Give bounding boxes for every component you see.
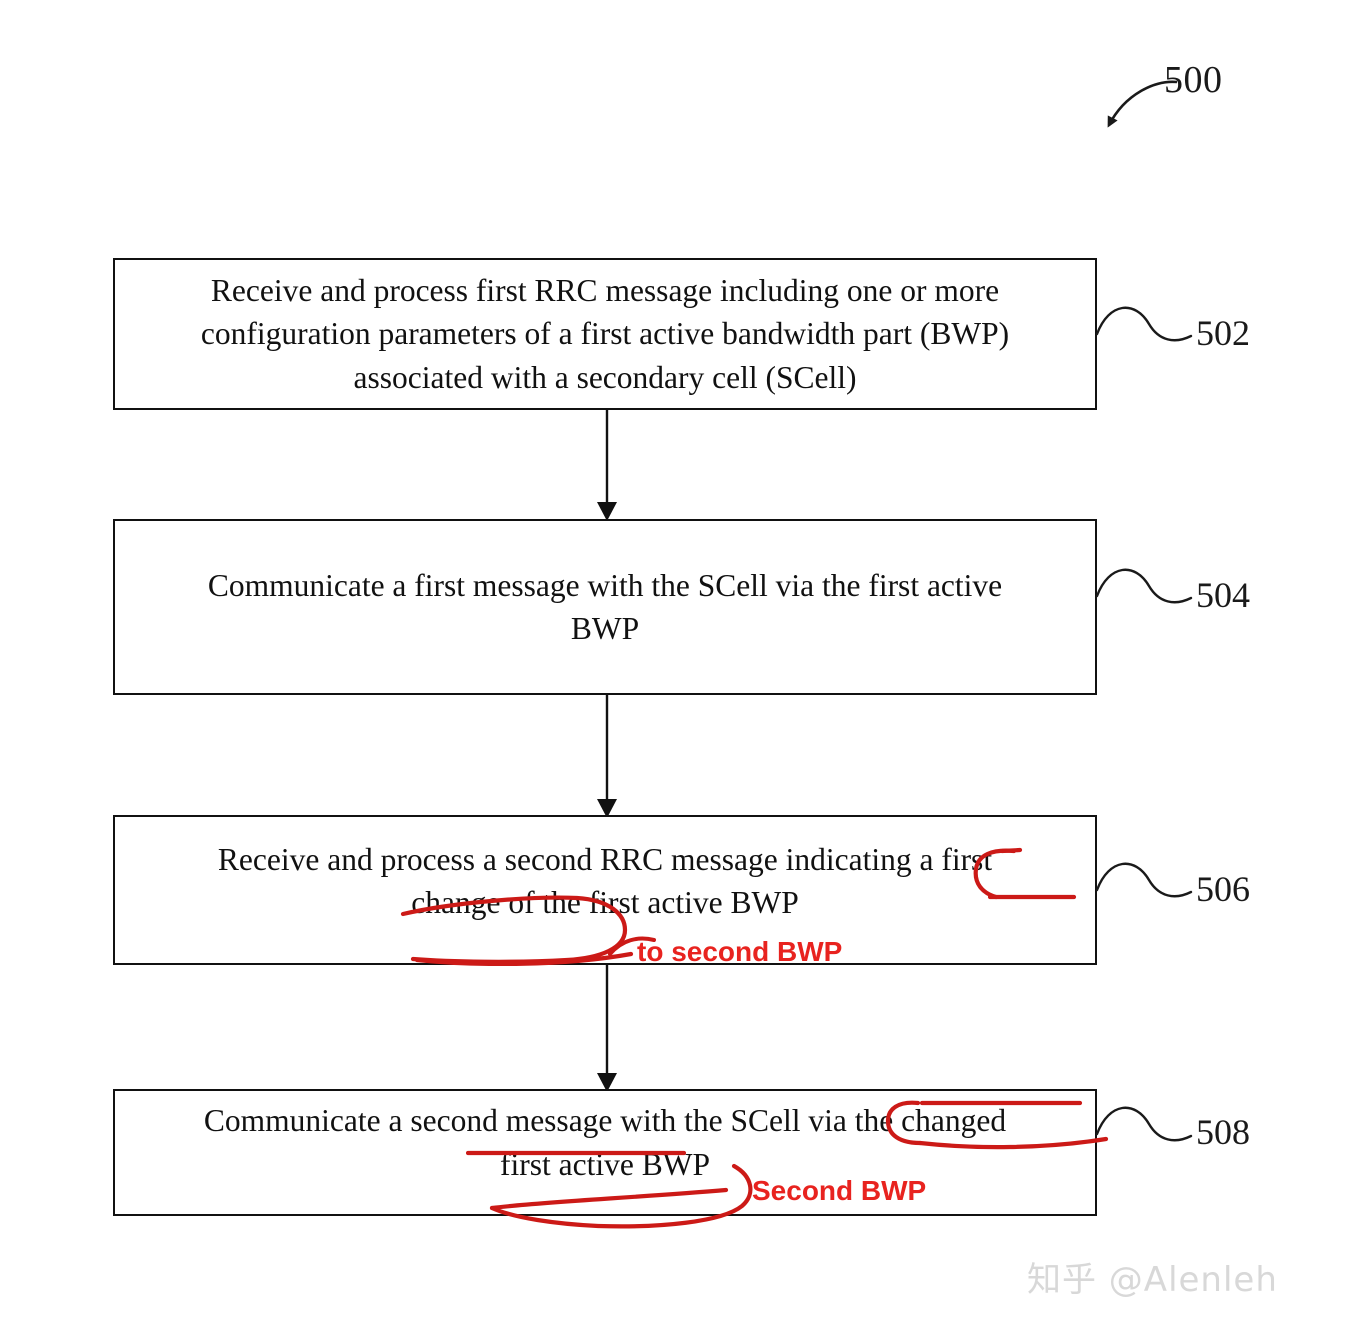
process-box-504[interactable]: Communicate a first message with the SCe… <box>113 519 1097 695</box>
process-box-508-text: Communicate a second message with the SC… <box>203 1103 1007 1182</box>
annotation-to-second-bwp: to second BWP <box>637 936 843 967</box>
process-box-504-text: Communicate a first message with the SCe… <box>207 567 1003 646</box>
connector-arrow-506-508 <box>597 965 617 1092</box>
annotation-second-bwp: Second BWP <box>752 1175 927 1206</box>
process-box-506[interactable]: Receive and process a second RRC message… <box>113 815 1097 965</box>
process-box-506-text: Receive and process a second RRC message… <box>217 841 993 920</box>
leader-line-506 <box>1095 862 1193 898</box>
reference-numeral-506: 506 <box>1196 869 1250 909</box>
connector-arrow-504-506 <box>597 695 617 818</box>
leader-line-502 <box>1095 306 1193 342</box>
reference-numeral-508: 508 <box>1196 1112 1250 1152</box>
reference-numeral-502: 502 <box>1196 313 1250 353</box>
figure-number: 500 <box>1164 59 1223 101</box>
process-box-502-text: Receive and process first RRC message in… <box>200 272 1010 395</box>
connector-arrow-502-504 <box>597 410 617 521</box>
process-box-508[interactable]: Communicate a second message with the SC… <box>113 1089 1097 1216</box>
reference-numeral-504: 504 <box>1196 575 1250 615</box>
leader-line-508 <box>1095 1106 1193 1142</box>
process-box-502[interactable]: Receive and process first RRC message in… <box>113 258 1097 410</box>
watermark: 知乎 @Alenleh <box>1027 1260 1278 1300</box>
leader-line-504 <box>1095 568 1193 604</box>
